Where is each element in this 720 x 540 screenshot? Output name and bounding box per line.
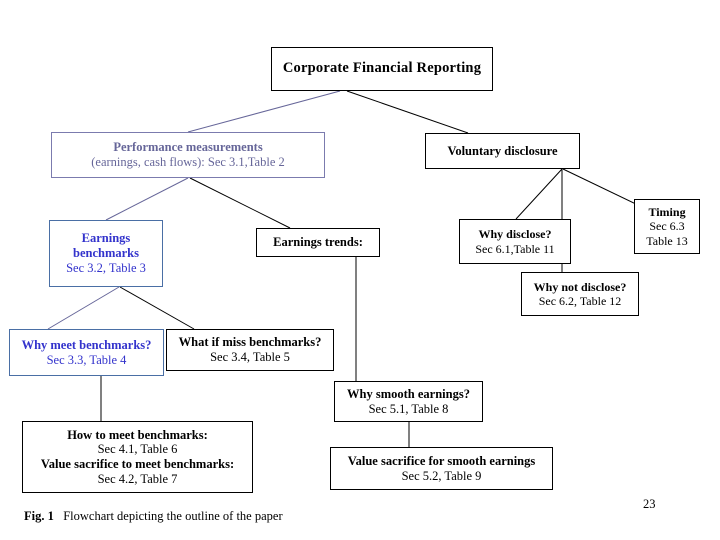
edge-voluntary-to-why-disclose <box>515 168 563 220</box>
figure-caption-text: Flowchart depicting the outline of the p… <box>63 509 283 523</box>
node-how-to-meet-benchmarks-line-2: Sec 4.1, Table 6 <box>97 442 178 457</box>
node-timing-line-3: Table 13 <box>646 233 688 248</box>
node-earnings-trends: Earnings trends: <box>256 228 380 257</box>
node-value-sacrifice-line-2: Sec 5.2, Table 9 <box>401 468 482 483</box>
page-number: 23 <box>643 497 656 511</box>
node-timing-line-2: Sec 6.3 <box>649 219 685 234</box>
node-why-smooth-earnings: Why smooth earnings? Sec 5.1, Table 8 <box>334 381 483 422</box>
figure-caption-label: Fig. 1 <box>24 509 54 523</box>
edge-title-to-performance <box>187 90 341 133</box>
node-why-meet-benchmarks-line-1: Why meet benchmarks? <box>21 337 152 352</box>
edge-benchmarks-to-what-if-miss <box>119 286 195 330</box>
node-voluntary-line-1: Voluntary disclosure <box>447 143 558 158</box>
node-why-not-disclose-line-1: Why not disclose? <box>533 279 627 294</box>
edge-voluntary-to-timing <box>562 168 641 207</box>
node-timing-line-1: Timing <box>648 205 686 220</box>
node-why-meet-benchmarks-line-2: Sec 3.3, Table 4 <box>46 352 127 367</box>
edge-performance-to-trends <box>189 177 291 229</box>
node-how-to-meet-benchmarks-line-1: How to meet benchmarks: <box>67 427 208 442</box>
figure-caption: Fig. 1 Flowchart depicting the outline o… <box>24 509 283 524</box>
node-why-not-disclose-line-2: Sec 6.2, Table 12 <box>538 294 622 308</box>
node-why-smooth-earnings-line-2: Sec 5.1, Table 8 <box>368 401 449 416</box>
node-title-line-1: Corporate Financial Reporting <box>282 60 482 77</box>
node-performance-line-1: Performance measurements <box>113 140 263 155</box>
edge-performance-to-benchmarks <box>105 177 189 221</box>
node-what-if-miss-benchmarks-line-2: Sec 3.4, Table 5 <box>210 350 290 364</box>
node-voluntary-disclosure: Voluntary disclosure <box>425 133 580 169</box>
node-why-not-disclose: Why not disclose? Sec 6.2, Table 12 <box>521 272 639 316</box>
node-corporate-financial-reporting: Corporate Financial Reporting <box>271 47 493 91</box>
node-why-disclose-line-1: Why disclose? <box>478 227 552 242</box>
edge-title-to-voluntary <box>346 90 469 134</box>
node-value-sacrifice-smooth-earnings: Value sacrifice for smooth earnings Sec … <box>330 447 553 490</box>
node-value-sacrifice-line-1: Value sacrifice for smooth earnings <box>347 453 536 468</box>
node-why-disclose-line-2: Sec 6.1,Table 11 <box>475 241 555 256</box>
node-what-if-miss-benchmarks: What if miss benchmarks? Sec 3.4, Table … <box>166 329 334 371</box>
node-how-to-meet-benchmarks-line-4: Sec 4.2, Table 7 <box>97 471 178 486</box>
node-why-disclose: Why disclose? Sec 6.1,Table 11 <box>459 219 571 264</box>
node-earnings-benchmarks: Earnings benchmarks Sec 3.2, Table 3 <box>49 220 163 287</box>
node-how-to-meet-benchmarks-line-3: Value sacrifice to meet benchmarks: <box>40 457 235 471</box>
node-earnings-benchmarks-line-3: Sec 3.2, Table 3 <box>66 260 146 275</box>
node-what-if-miss-benchmarks-line-1: What if miss benchmarks? <box>178 335 322 350</box>
node-earnings-benchmarks-line-2: benchmarks <box>73 246 139 261</box>
node-why-smooth-earnings-line-1: Why smooth earnings? <box>347 386 470 401</box>
node-timing: Timing Sec 6.3 Table 13 <box>634 199 700 254</box>
node-performance-line-2: (earnings, cash flows): Sec 3.1,Table 2 <box>91 155 285 169</box>
node-why-meet-benchmarks: Why meet benchmarks? Sec 3.3, Table 4 <box>9 329 164 376</box>
edge-benchmarks-to-why-meet <box>47 286 120 330</box>
node-earnings-trends-line-1: Earnings trends: <box>273 235 363 250</box>
node-how-to-meet-benchmarks: How to meet benchmarks: Sec 4.1, Table 6… <box>22 421 253 493</box>
node-performance-measurements: Performance measurements (earnings, cash… <box>51 132 325 178</box>
node-earnings-benchmarks-line-1: Earnings <box>81 231 131 246</box>
